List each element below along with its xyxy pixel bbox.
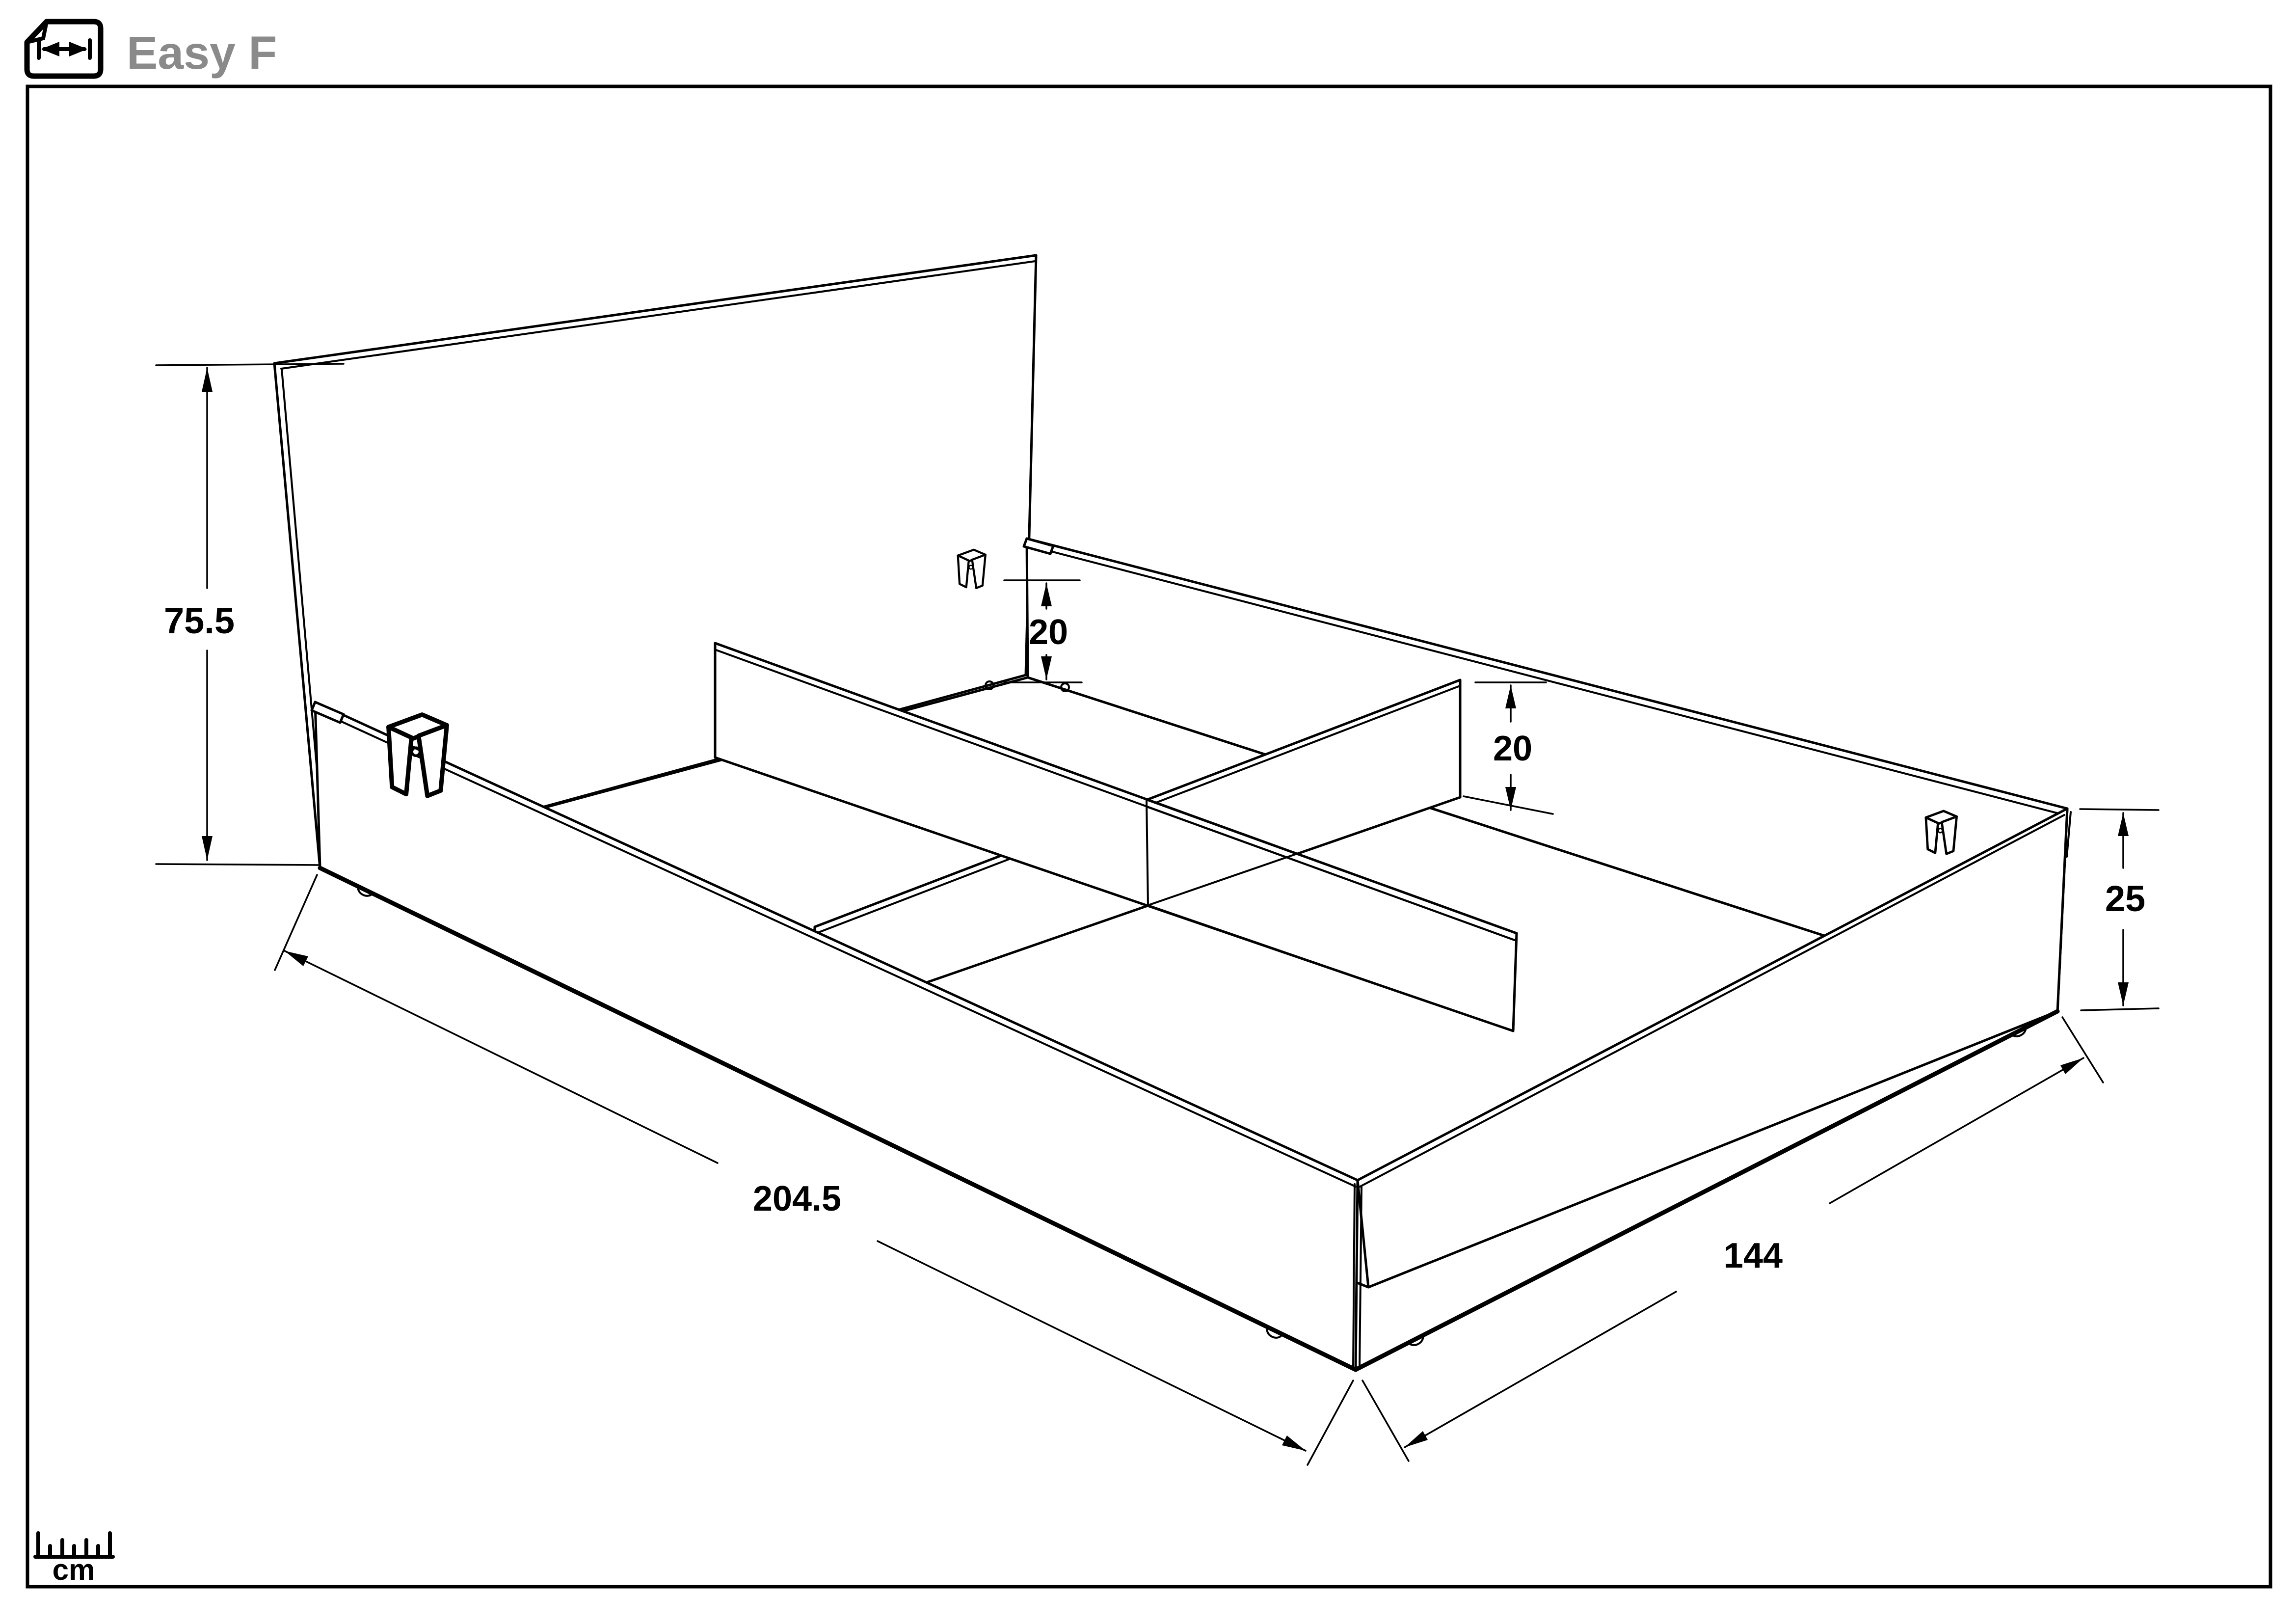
arrowhead-up	[2118, 813, 2129, 836]
header: Easy F	[24, 19, 277, 79]
rail-end-cap	[1022, 537, 1055, 555]
arrowhead-down	[1041, 656, 1052, 679]
rail-end-cap	[310, 701, 345, 724]
arrowhead-left	[1405, 1431, 1428, 1447]
dimension-headboard-height: 75.5	[155, 363, 345, 866]
extension-line	[2061, 1016, 2104, 1083]
dimension-label: 144	[1724, 1236, 1783, 1275]
drawing-border	[26, 84, 2272, 1589]
extension-line	[274, 874, 318, 971]
arrowhead-up	[202, 368, 213, 392]
page-title: Easy F	[127, 27, 277, 79]
arrowhead-right	[2060, 1058, 2083, 1074]
dowel-mark	[985, 680, 994, 690]
scale-indicator: cm	[33, 1531, 115, 1586]
extension-line	[2079, 808, 2160, 811]
extension-line	[155, 863, 319, 866]
dimension-label: 20	[1029, 613, 1068, 652]
folded-corner	[25, 20, 49, 44]
extension-line	[1362, 1380, 1410, 1462]
arrowhead-down	[1505, 787, 1516, 810]
extension-line	[2080, 1007, 2160, 1011]
front-side-rail	[310, 701, 1359, 1372]
divider-joint-edge	[1146, 799, 1149, 906]
dimension-frame-width: 144	[1362, 1016, 2104, 1462]
dimension-label: 75.5	[164, 600, 235, 641]
center-divider	[714, 642, 1518, 1032]
dimension-label: 20	[1493, 729, 1532, 768]
extension-line	[155, 363, 345, 366]
dimension-right-divider-height: 20	[1463, 681, 1554, 815]
arrowhead-right	[1282, 1435, 1306, 1451]
arrowhead-up	[1505, 685, 1516, 708]
back-side-rail	[1022, 537, 2069, 1013]
dowel-mark	[1060, 682, 1070, 692]
dimension-label: 25	[2105, 878, 2145, 919]
arrowhead-down	[202, 836, 213, 860]
foot-rail-bottom-edge	[1353, 1009, 2060, 1372]
dimension-frame-length: 204.5	[274, 874, 1354, 1466]
front-rail-bottom-edge	[318, 866, 1358, 1372]
arrowhead-left	[285, 951, 308, 966]
ruler-icon	[33, 1531, 115, 1559]
foot-end-rail	[1353, 807, 2072, 1372]
dimensions: 75.5 20 20	[155, 363, 2160, 1466]
arrowhead-down	[2118, 982, 2129, 1005]
dimension-left-divider-height: 20	[1003, 579, 1083, 683]
arrowhead-up	[1041, 583, 1052, 606]
front-corner-edge	[1352, 1183, 1362, 1370]
unit-label: cm	[53, 1553, 95, 1586]
bed-frame-drawing	[273, 254, 2072, 1372]
extension-line	[1463, 795, 1554, 815]
document-width-dimension-icon	[24, 19, 104, 79]
extension-line	[1307, 1380, 1354, 1466]
dimension-label: 204.5	[753, 1179, 841, 1218]
dimension-side-height: 25	[2079, 808, 2160, 1011]
